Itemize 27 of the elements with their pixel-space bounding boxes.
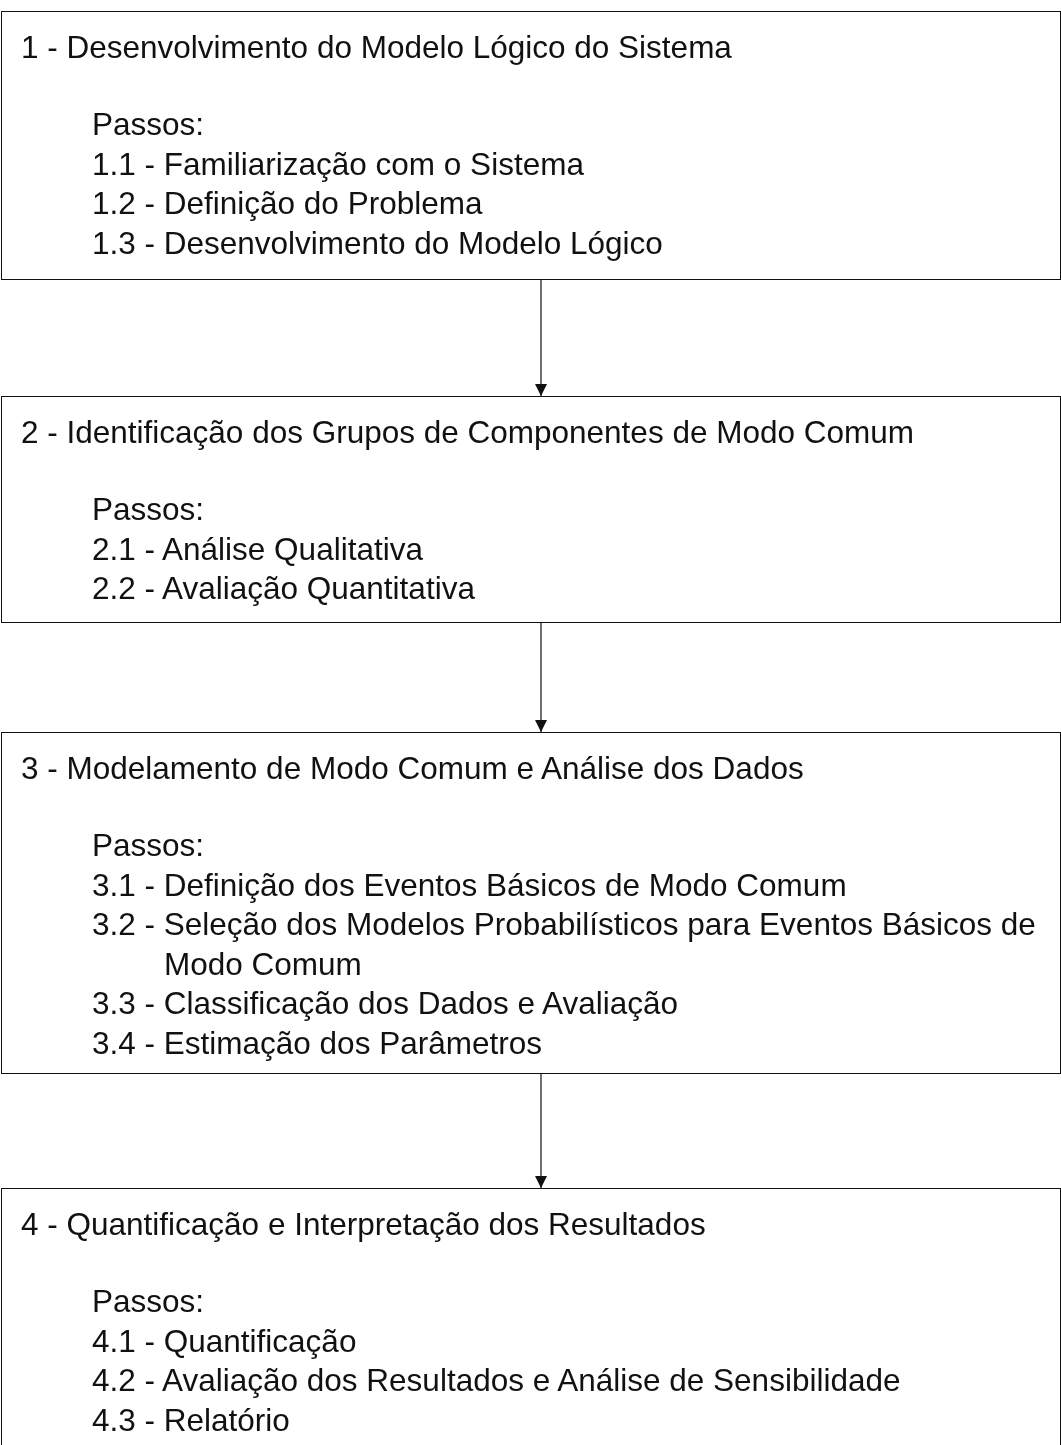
- step-text: 3.4 - Estimação dos Parâmetros: [92, 1023, 542, 1063]
- step-text: 2.2 - Avaliação Quantitativa: [92, 569, 475, 608]
- step-text: 4.3 - Relatório: [92, 1400, 291, 1440]
- step-text: 3.2 - Seleção dos Modelos Probabilísticos para Eventos Básicos de Modo Comum: [92, 905, 1037, 984]
- arrow: [535, 279, 547, 397]
- step-text: 3.1 - Definição dos Eventos Básicos de Modo Comum: [92, 865, 847, 905]
- step-text: 2.1 - Análise Qualitativa: [92, 529, 423, 569]
- steps-heading: Passos:: [92, 490, 205, 529]
- step-title: 2 - Identificação dos Grupos de Componentes de Modo Comum: [21, 413, 915, 452]
- process-box: [1, 732, 1061, 1074]
- step-text: 1.1 - Familiarização com o Sistema: [92, 144, 584, 184]
- steps-heading: Passos:: [92, 826, 205, 865]
- step-text: 1.3 - Desenvolvimento do Modelo Lógico: [92, 223, 663, 263]
- step-title: 1 - Desenvolvimento do Modelo Lógico do Sistema: [21, 28, 733, 67]
- step-text: 4.2 - Avaliação dos Resultados e Análise de Sensibilidade: [92, 1361, 901, 1400]
- steps-heading: Passos:: [92, 1282, 205, 1321]
- steps-heading: Passos:: [92, 105, 205, 144]
- step-text: 3.3 - Classificação dos Dados e Avaliação: [92, 984, 678, 1023]
- process-box: [1, 396, 1061, 623]
- arrow: [535, 1073, 547, 1189]
- step-text: 1.2 - Definição do Problema: [92, 184, 483, 223]
- process-box: [1, 1188, 1061, 1445]
- step-title: 4 - Quantificação e Interpretação dos Resultados: [21, 1205, 707, 1244]
- process-box: [1, 11, 1061, 280]
- arrow: [535, 622, 547, 733]
- step-text: 4.1 - Quantificação: [92, 1321, 357, 1361]
- step-title: 3 - Modelamento de Modo Comum e Análise dos Dados: [21, 749, 805, 788]
